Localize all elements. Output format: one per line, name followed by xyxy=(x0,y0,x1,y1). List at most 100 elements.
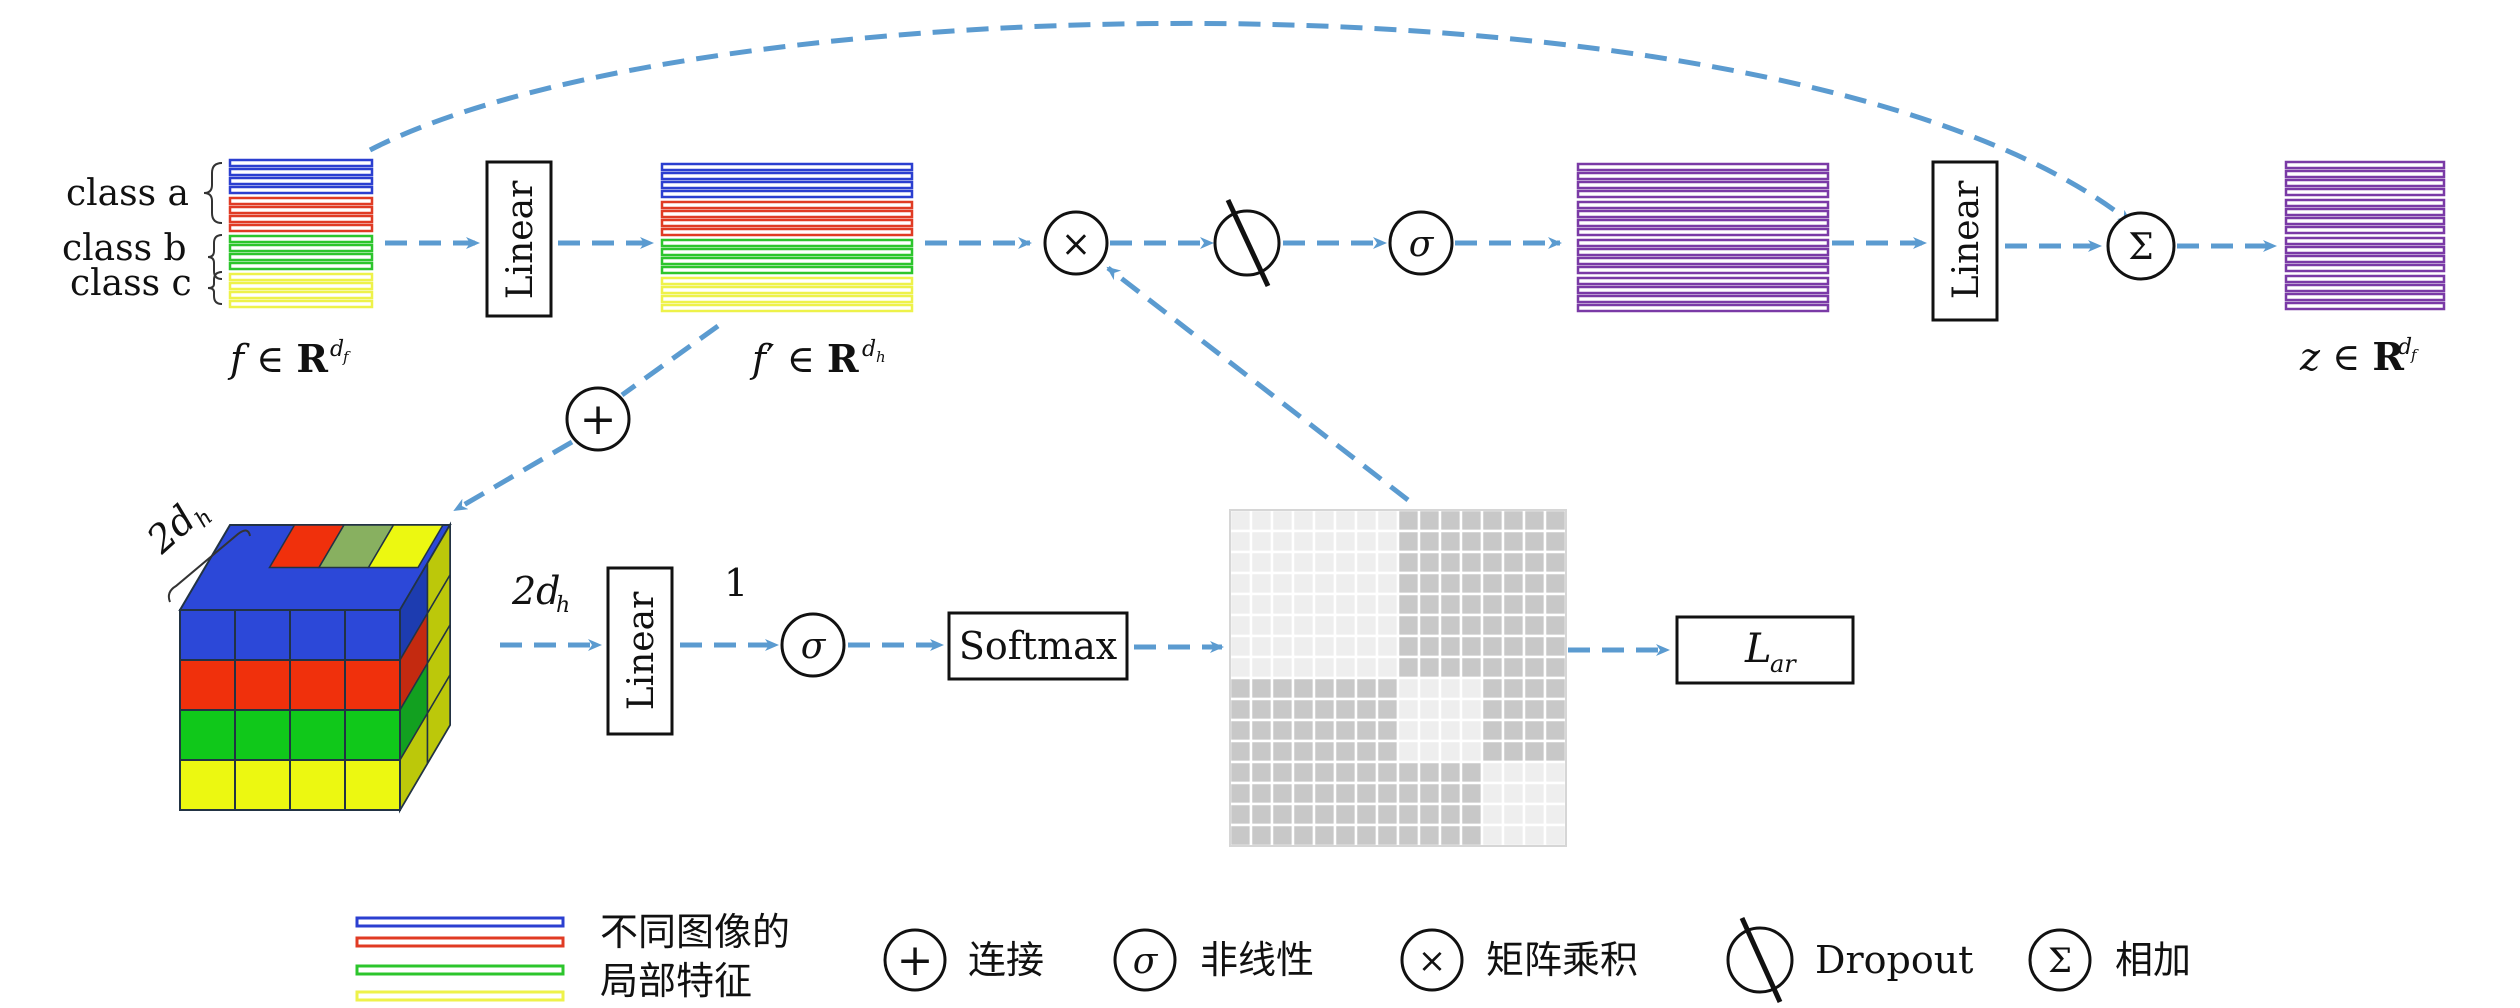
matrix-cell xyxy=(1501,571,1526,596)
matrix-cell xyxy=(1291,592,1316,617)
matrix-cell xyxy=(1249,550,1274,575)
class-b-label: class b xyxy=(62,228,187,269)
output-dim-label: 1 xyxy=(724,561,748,605)
matrix-cell xyxy=(1459,592,1484,617)
f-block-3-stripe xyxy=(228,281,374,291)
fprime-block-2-stripe xyxy=(660,265,914,275)
matrix-cell xyxy=(1375,739,1400,764)
cube-front-cell xyxy=(179,609,236,661)
legend-concat-label: 连接 xyxy=(968,938,1044,982)
matrix-cell xyxy=(1291,634,1316,659)
cube-top-cell xyxy=(367,524,445,569)
fprime-block-3-stripe xyxy=(660,285,914,295)
matrix-cell xyxy=(1375,760,1400,785)
matrix-cell xyxy=(1417,739,1442,764)
matrix-cell xyxy=(1312,529,1337,554)
legend-nonlinear-label: 非线性 xyxy=(1200,938,1314,982)
cube-front-cell xyxy=(179,659,236,711)
f-block-0-stripe xyxy=(228,176,374,186)
matrix-cell xyxy=(1438,781,1463,806)
matrix-cell xyxy=(1459,739,1484,764)
sigma-node-bottom xyxy=(780,612,846,678)
matrix-cell xyxy=(1438,613,1463,638)
linear-label-3: Linear xyxy=(621,591,662,710)
matrix-cell xyxy=(1459,718,1484,743)
matrix-cell xyxy=(1417,508,1442,533)
linear-label-1: Linear xyxy=(500,180,541,299)
input-feature-stack xyxy=(228,158,374,309)
legend-sigma-icon xyxy=(1113,928,1177,992)
purple-block-3-stripe xyxy=(1576,294,1830,304)
concat-node xyxy=(565,386,631,452)
matrix-cell xyxy=(1459,571,1484,596)
matrix-cell xyxy=(1291,550,1316,575)
matrix-cell xyxy=(1312,823,1337,848)
matrix-cell xyxy=(1375,655,1400,680)
f-block-3-stripe xyxy=(228,290,374,300)
matrix-cell xyxy=(1522,802,1547,827)
matrix-cell xyxy=(1333,508,1358,533)
loss-label: L xyxy=(1744,626,1772,672)
matrix-cell xyxy=(1543,634,1568,659)
matrix-cell xyxy=(1522,508,1547,533)
legend-features-line1: 不同图像的 xyxy=(600,910,790,954)
cube-front-cell xyxy=(234,759,291,811)
projected-feature-sup-sub: h xyxy=(876,348,886,366)
matrix-cell xyxy=(1291,613,1316,638)
matrix-cell xyxy=(1522,739,1547,764)
matrix-cell xyxy=(1375,613,1400,638)
matrix-cell xyxy=(1270,571,1295,596)
matrix-cell xyxy=(1480,760,1505,785)
matrix-cell xyxy=(1501,634,1526,659)
matrix-cell xyxy=(1270,634,1295,659)
matrix-cell xyxy=(1249,697,1274,722)
sigma-node-top xyxy=(1388,210,1454,276)
sigma-symbol-top: σ xyxy=(1409,224,1435,265)
linear-box-1 xyxy=(485,160,553,318)
fprime-block-0-stripe xyxy=(660,180,914,190)
matrix-cell xyxy=(1291,655,1316,680)
matrix-cell xyxy=(1417,571,1442,596)
matrix-cell xyxy=(1333,823,1358,848)
matrix-cell xyxy=(1501,697,1526,722)
matrix-cell xyxy=(1438,655,1463,680)
cube-width-label: 2d xyxy=(511,569,561,613)
purple-block-3-stripe xyxy=(1576,303,1830,313)
matrix-cell xyxy=(1543,613,1568,638)
projected-feature-sup: d xyxy=(862,337,876,362)
z-block-1-stripe xyxy=(2284,207,2446,217)
matrix-cell xyxy=(1501,802,1526,827)
matrix-cell xyxy=(1417,823,1442,848)
matrix-cell xyxy=(1480,676,1505,701)
cube-side-cell xyxy=(426,672,451,767)
fprime-block-0-stripe xyxy=(660,189,914,199)
linear-label-2: Linear xyxy=(1946,180,1987,299)
matrix-cell xyxy=(1480,571,1505,596)
matrix-cell xyxy=(1396,802,1421,827)
matrix-cell xyxy=(1354,718,1379,743)
matrix-cell xyxy=(1375,529,1400,554)
matrix-cell xyxy=(1228,634,1253,659)
matrix-cell xyxy=(1522,550,1547,575)
matrix-cell xyxy=(1291,508,1316,533)
matrix-cell xyxy=(1543,781,1568,806)
matrix-cell xyxy=(1354,634,1379,659)
matmul-node xyxy=(1043,210,1109,276)
cube-front-cell xyxy=(289,609,346,661)
matrix-cell xyxy=(1480,697,1505,722)
matrix-cell xyxy=(1228,655,1253,680)
matrix-cell xyxy=(1375,697,1400,722)
matrix-cell xyxy=(1333,718,1358,743)
fprime-block-0-stripe xyxy=(660,162,914,172)
matrix-cell xyxy=(1438,592,1463,617)
matrix-cell xyxy=(1333,802,1358,827)
purple-block-0-stripe xyxy=(1576,162,1830,172)
matrix-cell xyxy=(1396,760,1421,785)
purple-block-0-stripe xyxy=(1576,189,1830,199)
f-block-0-stripe xyxy=(228,158,374,168)
purple-block-1-stripe xyxy=(1576,218,1830,228)
matrix-cell xyxy=(1438,739,1463,764)
matrix-cell xyxy=(1354,613,1379,638)
matrix-cell xyxy=(1543,739,1568,764)
matrix-cell xyxy=(1501,550,1526,575)
